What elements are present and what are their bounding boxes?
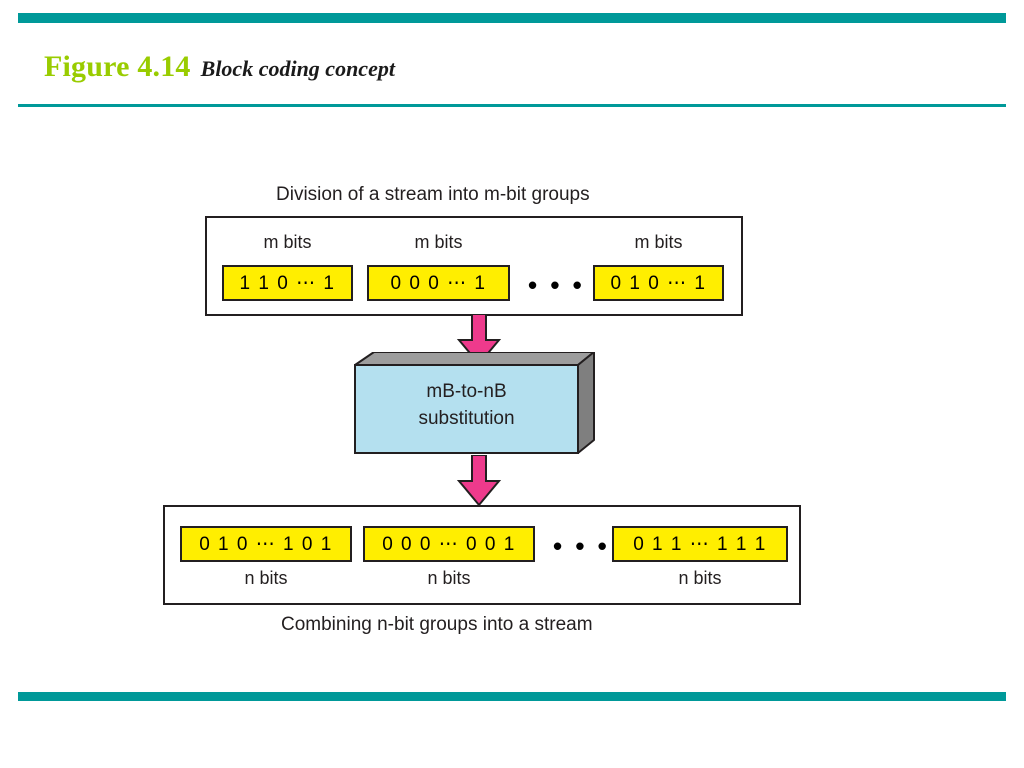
bottom-accent-bar xyxy=(18,692,1006,701)
bottom-group-label-2: n bits xyxy=(427,568,471,588)
substitution-line-1: mB-to-nB xyxy=(426,381,507,402)
bottom-group-label-1: n bits xyxy=(244,568,288,588)
page-title: Figure 4.14 Block coding concept xyxy=(44,50,395,84)
arrow-down-icon-output xyxy=(455,454,503,512)
top-group-label-2: m bits xyxy=(414,232,463,252)
top-group-label-1: m bits xyxy=(263,232,312,252)
top-group-label-3: m bits xyxy=(634,232,683,252)
substitution-block xyxy=(340,352,610,467)
top-bit-group-2: 0 0 0 ⋯ 1 xyxy=(367,265,510,301)
bottom-bit-group-3: 0 1 1 ⋯ 1 1 1 xyxy=(612,526,788,562)
top-accent-bar xyxy=(18,13,1006,23)
top-ellipsis-dots: • • • xyxy=(528,270,585,300)
bottom-group-label-3: n bits xyxy=(678,568,722,588)
top-caption: Division of a stream into m-bit groups xyxy=(276,184,590,205)
substitution-block-label: mB-to-nB substitution xyxy=(355,378,578,432)
top-bit-group-3: 0 1 0 ⋯ 1 xyxy=(593,265,724,301)
figure-number: Figure 4.14 xyxy=(44,50,191,83)
bottom-caption: Combining n-bit groups into a stream xyxy=(281,614,593,635)
bottom-ellipsis-dots: • • • xyxy=(553,531,610,561)
substitution-line-2: substitution xyxy=(418,408,515,429)
title-divider-line xyxy=(18,104,1006,107)
bottom-bit-group-1: 0 1 0 ⋯ 1 0 1 xyxy=(180,526,352,562)
bottom-bit-group-2: 0 0 0 ⋯ 0 0 1 xyxy=(363,526,535,562)
top-bit-group-1: 1 1 0 ⋯ 1 xyxy=(222,265,353,301)
figure-caption: Block coding concept xyxy=(200,56,395,81)
